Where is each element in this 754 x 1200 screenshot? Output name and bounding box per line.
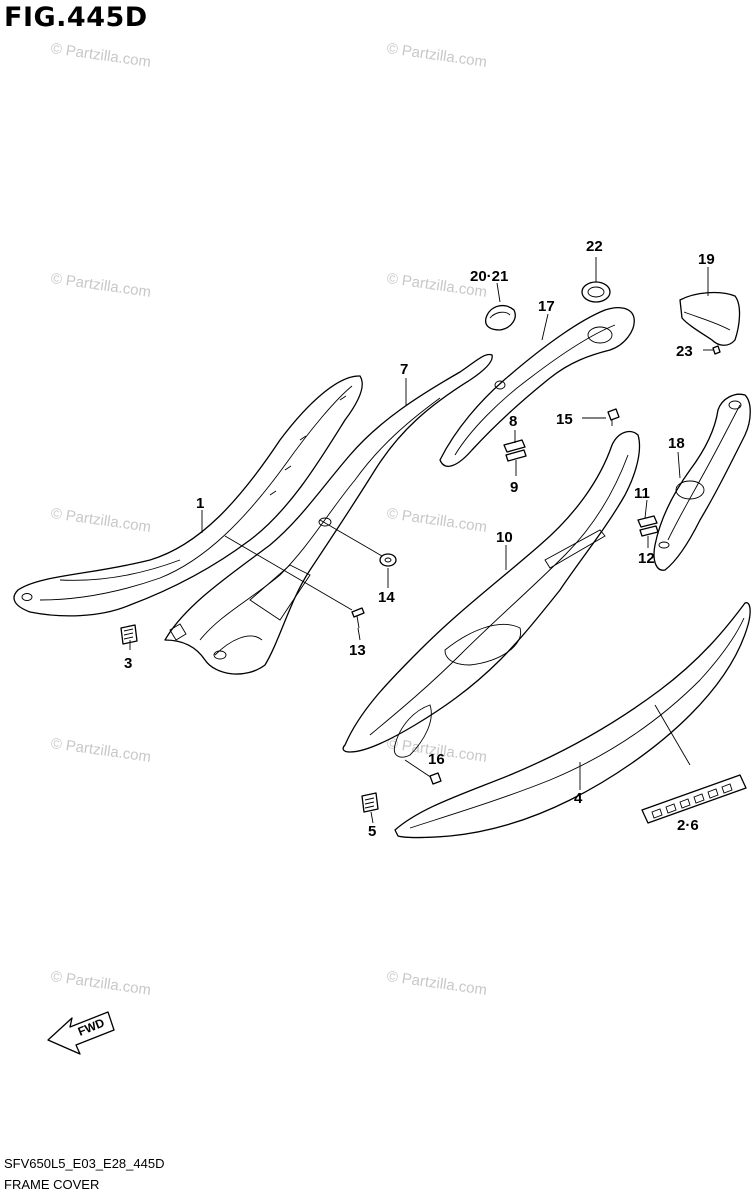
leader-lines [129, 257, 713, 824]
callout-12: 12 [638, 550, 655, 567]
callout-15: 15 [556, 411, 573, 428]
callout-20-21: 20·21 [470, 268, 508, 285]
callout-7: 7 [400, 361, 408, 378]
callout-14: 14 [378, 589, 395, 606]
part-23-screw[interactable] [712, 345, 721, 355]
part-17-rear-frame-upper[interactable] [439, 307, 635, 467]
part-5-clip[interactable] [361, 792, 379, 813]
fwd-arrow-icon: FWD [47, 1011, 115, 1055]
part-2-6-emblem[interactable] [641, 774, 747, 824]
part-20-21-cap[interactable] [484, 304, 516, 331]
callout-16: 16 [428, 751, 445, 768]
callout-17: 17 [538, 298, 555, 315]
callout-13: 13 [349, 642, 366, 659]
part-22-grommet[interactable] [581, 281, 611, 303]
part-11-cushion[interactable] [637, 515, 658, 528]
callout-19: 19 [698, 251, 715, 268]
part-3-clip[interactable] [120, 624, 138, 645]
callout-2-6: 2·6 [677, 817, 699, 834]
part-14-grommet[interactable] [319, 519, 397, 567]
callout-1: 1 [196, 495, 204, 512]
callout-8: 8 [509, 413, 517, 430]
part-15-bolt[interactable] [607, 408, 620, 426]
callout-18: 18 [668, 435, 685, 452]
part-4-side-cover[interactable] [394, 602, 751, 839]
part-8-cushion[interactable] [503, 439, 526, 453]
callout-9: 9 [510, 479, 518, 496]
callout-23: 23 [676, 343, 693, 360]
part-13-screw[interactable] [224, 535, 365, 629]
callout-3: 3 [124, 655, 132, 672]
part-18-rear-side-cover[interactable] [653, 393, 751, 571]
part-19-tail-cover[interactable] [679, 291, 741, 346]
part-9-clip[interactable] [505, 449, 527, 462]
figure-caption: FRAME COVER [4, 1177, 100, 1192]
part-10-rear-frame-cover[interactable] [342, 431, 641, 758]
part-12-clip[interactable] [639, 525, 659, 537]
part-7-inner-frame-cover[interactable] [164, 353, 493, 675]
part-16-bolt[interactable] [404, 759, 442, 785]
part-1-frame-cover-left[interactable] [13, 375, 363, 617]
callout-22: 22 [586, 238, 603, 255]
figure-code: SFV650L5_E03_E28_445D [4, 1156, 165, 1171]
callout-4: 4 [574, 790, 583, 807]
callout-11: 11 [634, 485, 650, 502]
figure-title: FIG.445D [4, 2, 148, 33]
callout-10: 10 [496, 529, 513, 546]
callout-5: 5 [368, 823, 376, 840]
